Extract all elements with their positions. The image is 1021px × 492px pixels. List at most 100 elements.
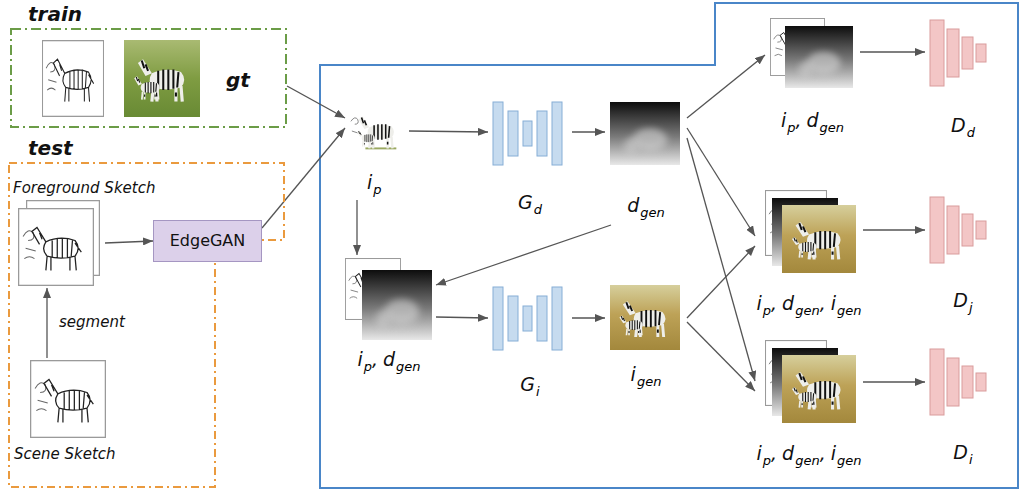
image-discriminator: Di: [925, 340, 1001, 468]
math-label: dgen: [605, 193, 687, 220]
arrow-connector: [46, 288, 47, 358]
dashed-outline: [9, 163, 284, 487]
subscript: d: [534, 202, 542, 217]
symbol: i: [757, 442, 762, 464]
subscript: p: [787, 120, 795, 135]
text-holder: Scene Sketch: [14, 444, 116, 464]
symbol: D: [951, 114, 966, 136]
ground-truth-label: gt: [226, 68, 250, 92]
arrow-connector: [356, 200, 357, 255]
box-label: EdgeGAN: [170, 231, 246, 251]
symbol: d: [807, 109, 819, 131]
dashed-outline: [11, 29, 286, 127]
arrow-connector: [687, 246, 755, 318]
arrow-connector: [687, 322, 755, 391]
text-holder: train: [28, 2, 82, 26]
subscript: gen: [637, 374, 662, 389]
label-holder: gt: [226, 68, 250, 92]
separator: ,: [372, 348, 378, 370]
scene-sketch: Scene Sketch: [28, 358, 108, 440]
subscript: gen: [795, 303, 820, 318]
math-label: ip: [367, 170, 382, 197]
arrow-connector: [262, 128, 345, 228]
arrow-connector: [863, 229, 925, 230]
text-holder: EdgeGAN: [154, 221, 261, 261]
depth-discriminator: Dd: [925, 15, 1001, 140]
arrow-connector: [436, 225, 611, 285]
symbol: d: [627, 194, 639, 216]
edge-label-holder: segment: [57, 312, 127, 332]
subscript: p: [763, 303, 771, 318]
subscript: i: [536, 384, 540, 399]
math-label: Gi: [488, 372, 572, 399]
math-label: Di: [925, 440, 1001, 467]
symbol: D: [953, 441, 968, 463]
test-region: testForeground SketchEdgeGANScene Sketch: [8, 162, 285, 488]
subscript: gen: [795, 453, 820, 468]
separator: ,: [771, 442, 777, 464]
depth-map: dgen: [605, 98, 687, 225]
separator: ,: [771, 292, 777, 314]
arrow-connector: [105, 241, 153, 243]
symbol: d: [782, 442, 794, 464]
math-label: ip,dgen: [342, 347, 436, 374]
subscript: p: [763, 453, 771, 468]
subscript: gen: [396, 359, 421, 374]
symbol: i: [357, 348, 362, 370]
symbol: D: [953, 289, 968, 311]
math-label: ip,dgen,igen: [755, 441, 863, 468]
math-label: Dd: [925, 113, 1001, 140]
symbol: G: [520, 373, 535, 395]
arrow-connector: [860, 51, 925, 52]
symbol: i: [757, 292, 762, 314]
separator: ,: [820, 292, 826, 314]
region-heading: train: [28, 2, 82, 26]
math-label: ip,dgen,igen: [755, 291, 863, 318]
subscript: p: [364, 359, 372, 374]
arrow-connector: [687, 138, 755, 381]
subscript: gen: [837, 453, 862, 468]
math-label: Dj: [925, 288, 1001, 315]
arrow-connector: [687, 128, 755, 236]
arrow-connector: [863, 381, 925, 382]
edgegan-box: EdgeGAN: [153, 220, 262, 262]
subscript: gen: [820, 120, 845, 135]
math-label: ip, dgen: [765, 108, 860, 135]
subscript: j: [969, 300, 973, 315]
symbol: G: [518, 191, 533, 213]
symbol: i: [831, 292, 836, 314]
subscript: i: [969, 452, 973, 467]
region-outline: [8, 162, 285, 488]
symbol: d: [383, 348, 395, 370]
symbol: d: [782, 292, 794, 314]
math-label: Gd: [488, 190, 572, 217]
subscript: p: [373, 182, 381, 197]
text-holder: test: [28, 136, 73, 160]
arrow-connector: [572, 131, 605, 132]
subscript: d: [967, 125, 975, 140]
region-heading: Scene Sketch: [14, 445, 116, 463]
arrow-connector: [436, 317, 488, 318]
arrow-connector: [687, 55, 765, 118]
text-holder: Foreground Sketch: [13, 178, 155, 198]
symbol: i: [831, 442, 836, 464]
symbol: i: [367, 171, 372, 193]
arrow-connector: [572, 317, 605, 318]
foreground-sketch: Foreground Sketch: [15, 200, 105, 288]
arrow-connector: [409, 131, 488, 132]
masked-image: ip: [345, 100, 409, 200]
math-label: igen: [605, 362, 687, 389]
depth-generator: Gd: [488, 98, 572, 218]
separator: ,: [795, 109, 801, 131]
generated-image: igen: [605, 282, 687, 392]
image-depth-stack: ip,dgen: [342, 255, 436, 375]
image-generator: Gi: [488, 284, 572, 404]
symbol: i: [781, 109, 786, 131]
region-heading: Foreground Sketch: [13, 179, 155, 197]
image-stack: ip,dgen,igen: [755, 336, 863, 476]
symbol: i: [631, 363, 636, 385]
joint-stack: ip,dgen,igen: [755, 186, 863, 326]
subscript: gen: [640, 205, 665, 220]
region-heading: test: [28, 136, 73, 160]
